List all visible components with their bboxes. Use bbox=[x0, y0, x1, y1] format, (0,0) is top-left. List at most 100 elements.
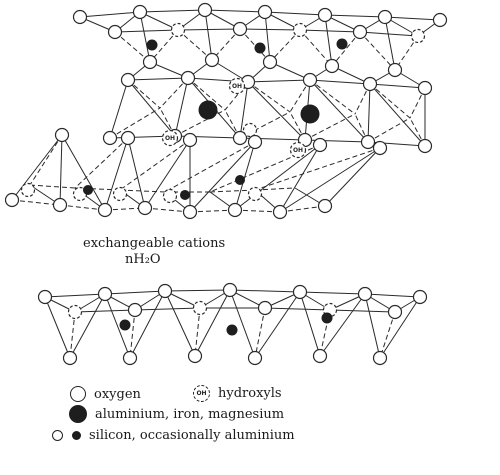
oxygen-atom bbox=[377, 9, 393, 25]
bond-line bbox=[74, 137, 129, 189]
oxygen-atom-hidden bbox=[292, 22, 308, 38]
bond-line bbox=[409, 117, 426, 147]
bond-line bbox=[129, 309, 136, 359]
legend-oxygen-label: oxygen bbox=[94, 386, 141, 402]
bond-line bbox=[61, 134, 106, 211]
bond-line bbox=[127, 137, 146, 209]
tetrahedral-base bbox=[209, 189, 256, 193]
oxygen-atom bbox=[302, 72, 318, 88]
sheet-edge bbox=[264, 11, 326, 16]
oxygen-atom bbox=[72, 9, 88, 25]
interlayer-water-caption: nH₂O bbox=[125, 252, 161, 267]
oxygen-atom bbox=[182, 204, 198, 220]
bond-line bbox=[269, 61, 311, 81]
bond-line bbox=[254, 147, 381, 191]
oxygen-atom bbox=[127, 302, 143, 318]
sheet-edge bbox=[177, 28, 241, 31]
oxygen-atom-hidden bbox=[67, 304, 83, 320]
sheet-edge bbox=[364, 293, 421, 298]
bond-line bbox=[159, 107, 176, 137]
sheet-edge bbox=[239, 28, 301, 31]
bond-line bbox=[289, 111, 306, 141]
oxygen-atom-icon bbox=[70, 386, 86, 402]
bond-line bbox=[159, 77, 189, 109]
bond-line bbox=[69, 293, 106, 359]
bond-line bbox=[279, 147, 381, 213]
oxygen-atom bbox=[54, 127, 70, 143]
oxygen-atom bbox=[120, 72, 136, 88]
sheet-edge bbox=[384, 16, 441, 21]
oxygen-atom bbox=[317, 7, 333, 23]
oxygen-atom bbox=[4, 192, 20, 208]
octahedral-cation bbox=[198, 100, 218, 120]
oxygen-atom bbox=[122, 350, 138, 366]
oxygen-atom bbox=[412, 289, 428, 305]
bond-line bbox=[11, 134, 63, 201]
bond-line bbox=[164, 290, 196, 357]
bond-line bbox=[369, 83, 411, 119]
bond-line bbox=[109, 79, 129, 139]
tetrahedral-cation bbox=[83, 185, 93, 195]
legend-tetrahedral-label: silicon, occasionally aluminium bbox=[89, 428, 295, 443]
oxygen-atom bbox=[142, 54, 158, 70]
octahedral-cation-icon bbox=[69, 405, 87, 423]
sheet-edge bbox=[229, 289, 301, 293]
hydroxyl-symbol-label: OH bbox=[196, 390, 207, 397]
bond-line bbox=[127, 79, 176, 137]
bond-line bbox=[309, 79, 369, 143]
bond-line bbox=[247, 81, 291, 113]
tetrahedral-base bbox=[29, 184, 76, 189]
oxygen-atom bbox=[107, 24, 123, 40]
oxygen-atom-hidden bbox=[170, 22, 186, 38]
bond-line bbox=[144, 139, 191, 209]
interlayer-cations-caption: exchangeable cations bbox=[83, 236, 226, 251]
oxygen-atom bbox=[417, 80, 433, 96]
hydroxyl-label: OH bbox=[165, 135, 175, 142]
bond-line bbox=[379, 311, 396, 359]
oxygen-atom bbox=[102, 130, 118, 146]
bond-line bbox=[379, 296, 421, 359]
oxygen-atom bbox=[97, 286, 113, 302]
oxygen-atom bbox=[37, 289, 53, 305]
oxygen-atom bbox=[132, 4, 148, 20]
sheet-edge bbox=[114, 29, 179, 33]
bond-line bbox=[139, 11, 151, 63]
oxygen-atom bbox=[232, 130, 248, 146]
oxygen-atom-hidden bbox=[20, 182, 36, 198]
oxygen-atom bbox=[232, 21, 248, 37]
bond-line bbox=[189, 141, 256, 213]
sheet-edge bbox=[299, 291, 366, 295]
tetrahedral-base bbox=[11, 199, 61, 206]
oxygen-atom bbox=[180, 70, 196, 86]
bond-line bbox=[367, 117, 411, 143]
oxygen-atom bbox=[97, 202, 113, 218]
tetrahedral-cation bbox=[321, 312, 333, 324]
oxygen-atom bbox=[312, 137, 328, 153]
silicon-atom-icon bbox=[52, 430, 63, 441]
oxygen-atom bbox=[247, 350, 263, 366]
bond-line bbox=[234, 141, 256, 211]
oxygen-atom bbox=[187, 348, 203, 364]
oxygen-atom bbox=[362, 76, 378, 92]
hydroxyl-atom bbox=[161, 129, 179, 147]
sheet-edge bbox=[164, 289, 231, 292]
bond-line bbox=[234, 144, 321, 211]
bond-line bbox=[174, 109, 226, 137]
bond-line bbox=[164, 141, 256, 193]
hydroxyl-atom bbox=[228, 77, 246, 95]
oxygen-atom bbox=[352, 24, 368, 40]
bond-line bbox=[264, 11, 271, 63]
bond-line bbox=[269, 29, 301, 63]
oxygen-atom-hidden bbox=[112, 186, 128, 202]
tetrahedral-cation bbox=[180, 190, 190, 200]
sheet-edge bbox=[134, 307, 201, 311]
oxygen-atom bbox=[317, 198, 333, 214]
oxygen-atom bbox=[227, 202, 243, 218]
bond-line bbox=[354, 113, 369, 143]
oxygen-atom bbox=[257, 300, 273, 316]
oxygen-atom-hidden bbox=[162, 188, 178, 204]
oxygen-atom bbox=[387, 62, 403, 78]
oxygen-atom bbox=[432, 12, 448, 28]
